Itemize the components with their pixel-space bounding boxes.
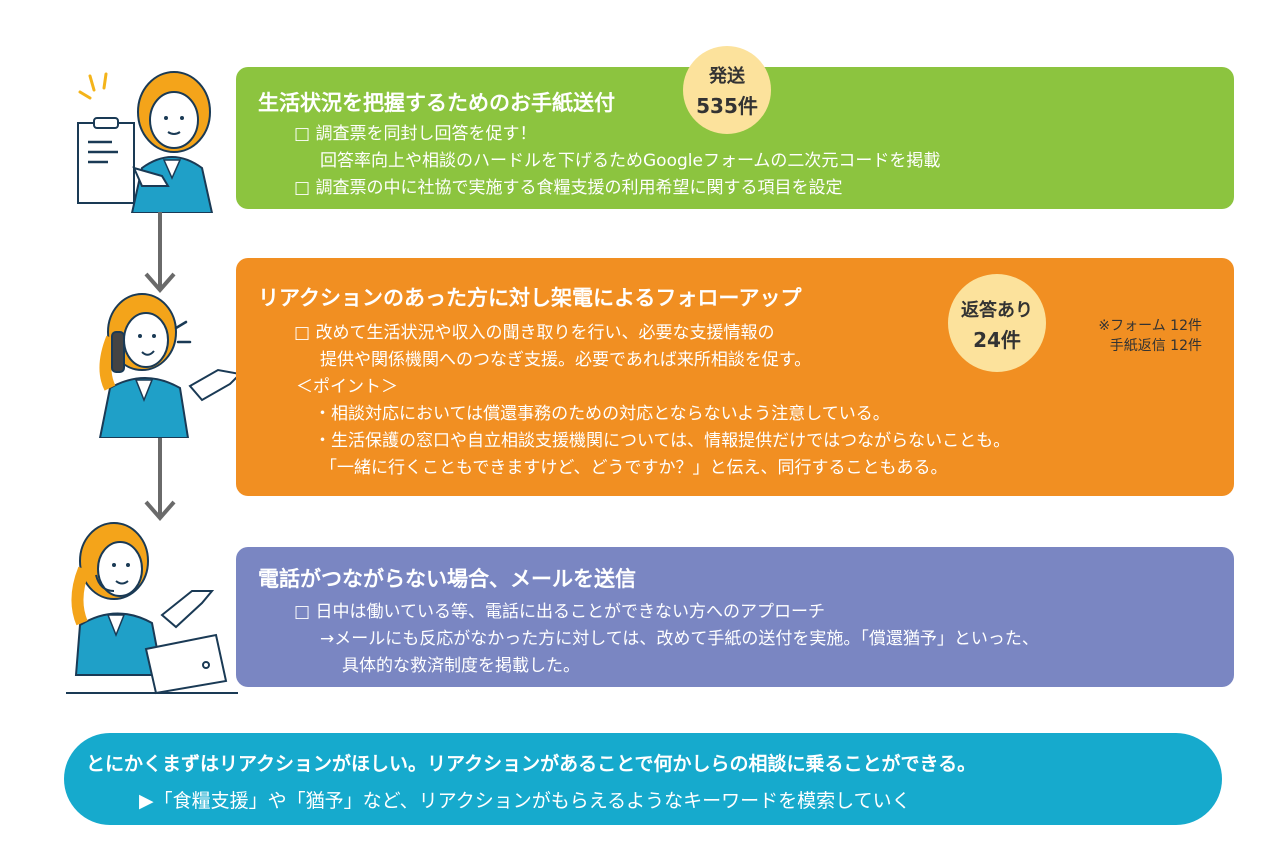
woman-on-phone-illustration — [98, 293, 243, 438]
badge-label: 発送 — [709, 66, 745, 87]
summary-line: ▶「食糧支援」や「猶予」など、リアクションがもらえるようなキーワードを模索してい… — [139, 790, 911, 812]
reply-count-badge: 返答あり 24件 — [948, 274, 1046, 372]
note-letter-count: 手紙返信 12件 — [1109, 338, 1202, 354]
step1-line: □ 調査票の中に社協で実施する食糧支援の利用希望に関する項目を設定 — [294, 178, 843, 198]
badge-label: 返答あり — [961, 300, 1033, 321]
step2-line: ＜ポイント＞ — [296, 377, 398, 397]
step2-box: リアクションのあった方に対し架電によるフォローアップ □ 改めて生活状況や収入の… — [236, 258, 1234, 496]
step3-box: 電話がつながらない場合、メールを送信 □ 日中は働いている等、電話に出ることがで… — [236, 547, 1234, 687]
step2-line: ・生活保護の窓口や自立相談支援機関については、情報提供だけではつながらないことも… — [314, 431, 1011, 451]
step3-line: →メールにも反応がなかった方に対しては、改めて手紙の送付を実施。「償還猶予」とい… — [320, 629, 1039, 649]
badge-value: 24件 — [973, 328, 1021, 352]
down-arrow-icon — [144, 212, 176, 294]
note-form-count: ※フォーム 12件 — [1098, 318, 1202, 334]
woman-at-laptop-illustration — [66, 522, 238, 695]
step3-title: 電話がつながらない場合、メールを送信 — [258, 567, 636, 591]
step2-title: リアクションのあった方に対し架電によるフォローアップ — [258, 286, 802, 310]
sent-count-badge: 発送 535件 — [683, 46, 771, 134]
woman-with-document-illustration — [77, 71, 214, 213]
step1-line: 回答率向上や相談のハードルを下げるためGoogleフォームの二次元コードを掲載 — [320, 151, 941, 171]
step2-line: 「一緒に行くこともできますけど、どうですか？」と伝え、同行することもある。 — [320, 458, 948, 478]
summary-line: とにかくまずはリアクションがほしい。リアクションがあることで何かしらの相談に乗る… — [86, 753, 977, 775]
step2-line: 提供や関係機関へのつなぎ支援。必要であれば来所相談を促す。 — [320, 350, 812, 370]
step1-title: 生活状況を把握するためのお手紙送付 — [258, 91, 615, 115]
step3-line: 具体的な救済制度を掲載した。 — [342, 656, 580, 676]
step1-box: 生活状況を把握するためのお手紙送付 □ 調査票を同封し回答を促す！ 回答率向上や… — [236, 67, 1234, 209]
down-arrow-icon — [144, 438, 176, 522]
step2-line: □ 改めて生活状況や収入の聞き取りを行い、必要な支援情報の — [294, 323, 775, 343]
badge-value: 535件 — [696, 94, 758, 118]
step2-line: ・相談対応においては償還事務のための対応とならないよう注意している。 — [314, 404, 890, 424]
step3-line: □ 日中は働いている等、電話に出ることができない方へのアプローチ — [294, 602, 825, 622]
step1-line: □ 調査票を同封し回答を促す！ — [294, 124, 537, 144]
summary-banner: とにかくまずはリアクションがほしい。リアクションがあることで何かしらの相談に乗る… — [64, 733, 1222, 825]
reply-breakdown-note: ※フォーム 12件 手紙返信 12件 — [1052, 315, 1202, 355]
